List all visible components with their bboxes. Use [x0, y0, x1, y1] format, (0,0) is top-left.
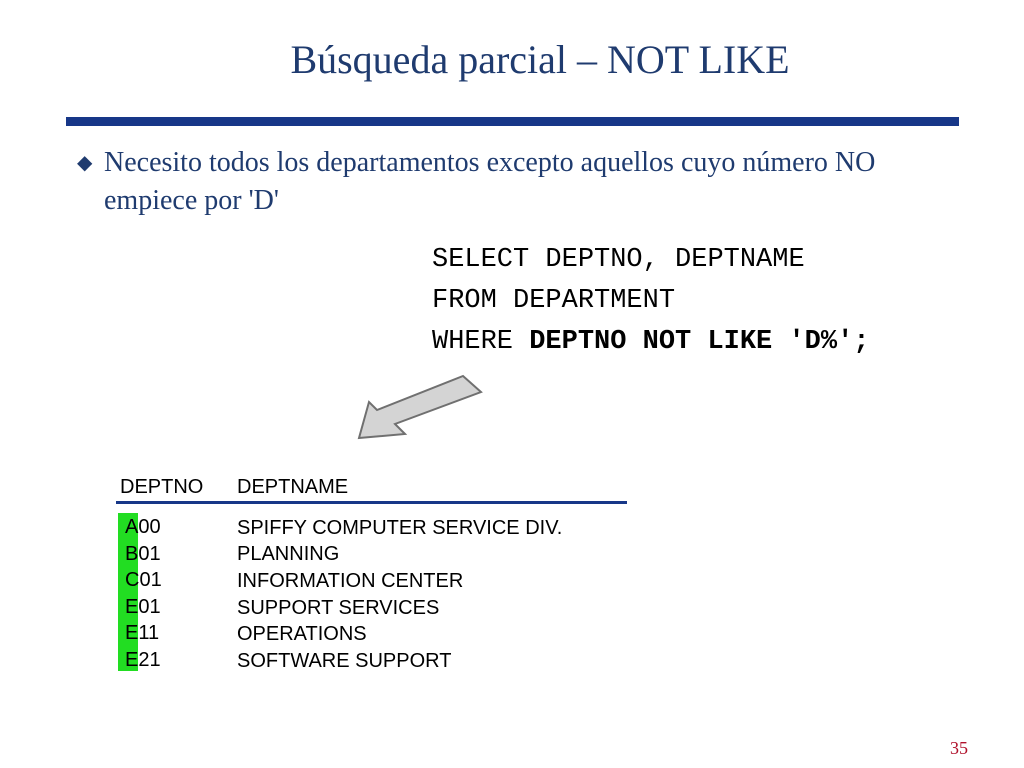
page-number: 35	[950, 738, 968, 758]
deptname-cell: PLANNING	[237, 543, 340, 565]
header-divider	[116, 501, 627, 504]
sql-line-from: FROM DEPARTMENT	[432, 286, 676, 316]
deptno-cell: E21	[125, 649, 161, 671]
sql-line-select: SELECT DEPTNO, DEPTNAME	[432, 245, 805, 275]
column-header-deptno: DEPTNO	[120, 476, 204, 498]
deptno-cell: C01	[125, 569, 162, 591]
deptno-cell: E01	[125, 596, 161, 618]
deptname-cell: SPIFFY COMPUTER SERVICE DIV.	[237, 517, 563, 539]
deptno-cell: E11	[125, 622, 160, 644]
sql-line-where: WHERE DEPTNO NOT LIKE 'D%';	[432, 322, 869, 363]
diamond-bullet-icon: ◆	[77, 152, 93, 174]
bullet-point: ◆ Necesito todos los departamentos excep…	[77, 144, 917, 220]
title-divider	[66, 117, 959, 126]
sql-where-condition: DEPTNO NOT LIKE 'D%';	[529, 327, 870, 357]
sql-query: SELECT DEPTNO, DEPTNAME FROM DEPARTMENT WH…	[432, 240, 869, 363]
bullet-text: Necesito todos los departamentos excepto…	[104, 147, 876, 216]
column-header-deptname: DEPTNAME	[237, 476, 349, 498]
deptno-cell: A00	[125, 516, 161, 538]
slide-title: Búsqueda parcial – NOT LIKE	[290, 37, 790, 82]
down-left-arrow-icon	[357, 374, 483, 440]
first-letter-highlight	[118, 513, 138, 671]
deptno-cell: B01	[125, 543, 161, 565]
deptname-cell: INFORMATION CENTER	[237, 570, 464, 592]
deptname-cell: OPERATIONS	[237, 623, 367, 645]
sql-where-keyword: WHERE	[432, 327, 530, 357]
deptname-cell: SOFTWARE SUPPORT	[237, 650, 452, 672]
deptname-cell: SUPPORT SERVICES	[237, 597, 440, 619]
